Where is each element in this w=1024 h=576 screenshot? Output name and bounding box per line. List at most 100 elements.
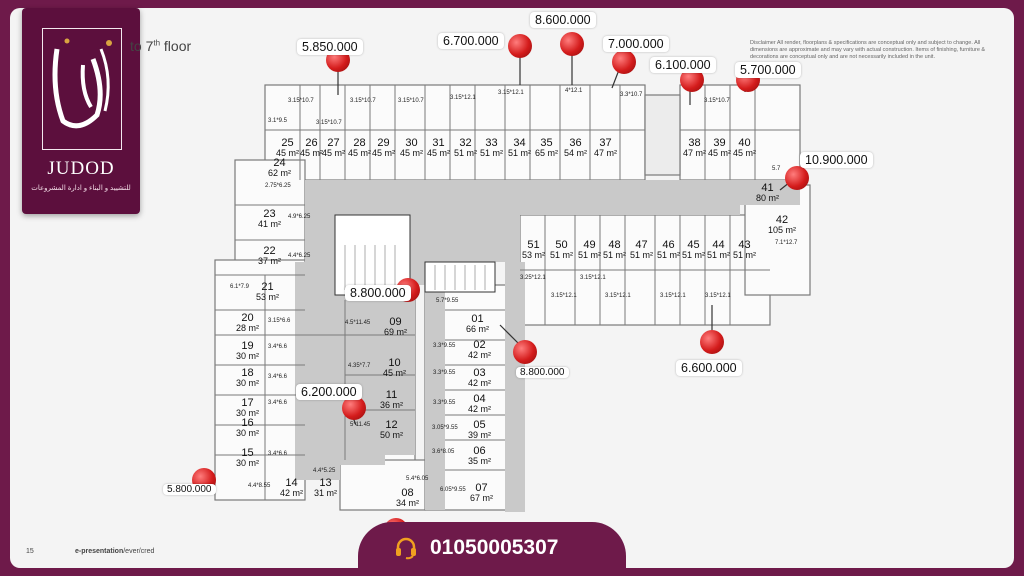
price-pin-icon[interactable]	[342, 396, 366, 420]
logo-calligraphy-icon	[52, 38, 112, 129]
price-label[interactable]: 8.600.000	[530, 12, 596, 28]
headset-icon	[396, 537, 416, 560]
brand-name: JUDOD	[47, 158, 115, 179]
dim-label: 3.3*9.55	[433, 343, 456, 349]
dim-label: 3.15*12.1	[551, 293, 577, 299]
dim-label: 3.4*6.6	[268, 400, 288, 406]
dim-label: 3.15*10.7	[350, 98, 376, 104]
dim-label: 3.15*6.6	[268, 318, 291, 324]
price-pin-icon[interactable]	[508, 34, 532, 58]
price-label[interactable]: 6.700.000	[438, 33, 504, 49]
dim-label: 4.4*6.25	[288, 253, 311, 259]
dim-label: 3.15*12.1	[450, 95, 476, 101]
price-label[interactable]: 6.100.000	[650, 57, 716, 73]
footer-label: e-presentation/ever/cred	[75, 548, 154, 555]
dim-label: 4.5*11.45	[345, 320, 371, 326]
phone-number[interactable]: 01050005307	[430, 536, 559, 559]
price-label[interactable]: 8.800.000	[345, 285, 411, 301]
price-label[interactable]: 6.200.000	[296, 384, 362, 400]
dim-label: 3.15*10.7	[704, 98, 730, 104]
price-pin-icon[interactable]	[785, 166, 809, 190]
price-label[interactable]: 5.850.000	[297, 39, 363, 55]
price-label[interactable]: 5.700.000	[735, 62, 801, 78]
dim-label: 3.15*12.1	[705, 293, 731, 299]
floor-title: to 7th floor	[130, 38, 191, 54]
floor-title-end: floor	[160, 38, 192, 54]
phone-bar	[358, 522, 626, 576]
price-label[interactable]: 10.900.000	[800, 152, 873, 168]
dim-label: 3.3*9.55	[433, 400, 456, 406]
dim-label: 4*12.1	[565, 88, 583, 94]
price-pin-icon[interactable]	[513, 340, 537, 364]
judod-logo: JUDOD للتشييد و البناء و ادارة المشروعات	[22, 8, 140, 214]
brand-tagline: للتشييد و البناء و ادارة المشروعات	[31, 185, 131, 192]
price-pin-icon[interactable]	[560, 32, 584, 56]
dim-label: 3.4*6.6	[268, 451, 288, 457]
price-pin-icon[interactable]	[700, 330, 724, 354]
dim-label: 3.25*12.1	[520, 275, 546, 281]
dim-label: 3.3*9.55	[433, 370, 456, 376]
dim-label: 3.15*12.1	[580, 275, 606, 281]
price-label[interactable]: 5.800.000	[163, 484, 216, 495]
footer-label-path: /ever/cred	[123, 548, 155, 555]
price-label[interactable]: 8.800.000	[516, 367, 569, 378]
logo-frame	[42, 28, 122, 150]
dim-label: 4.4*8.55	[248, 483, 271, 489]
price-label[interactable]: 6.600.000	[676, 360, 742, 376]
footer-label-bold: e-presentation	[75, 548, 124, 555]
price-pin-icon[interactable]	[612, 50, 636, 74]
price-label[interactable]: 7.000.000	[603, 36, 669, 52]
